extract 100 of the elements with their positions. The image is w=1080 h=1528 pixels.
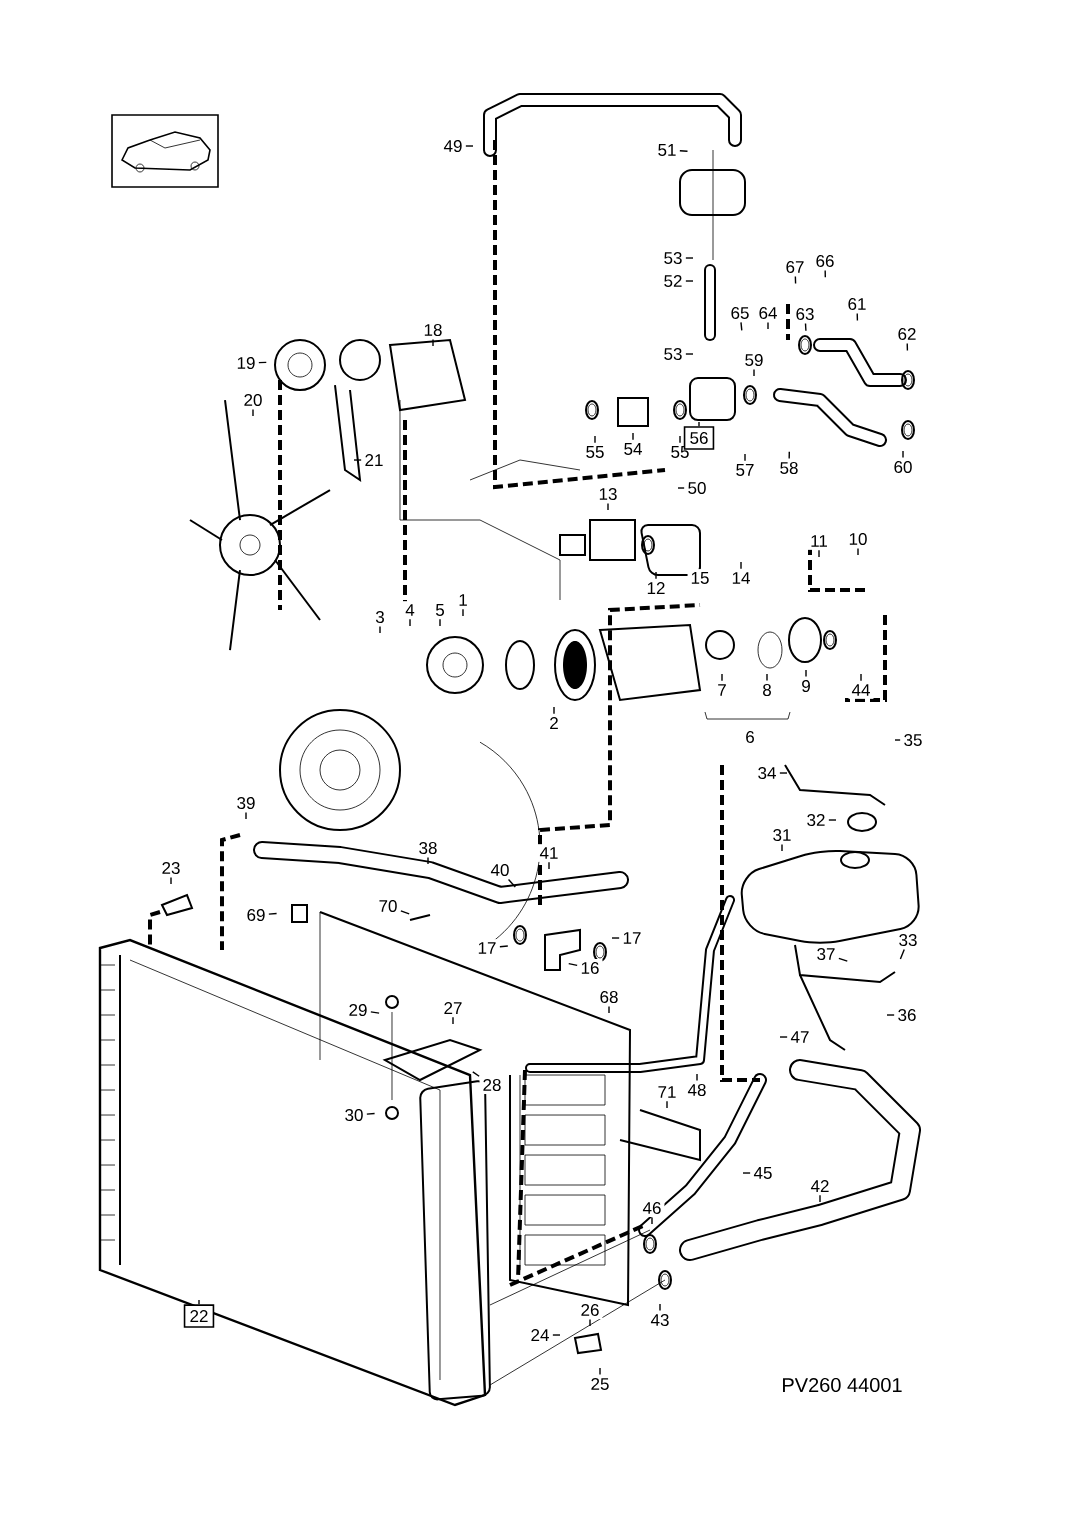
callout-number: 51 xyxy=(654,141,680,159)
leader-line xyxy=(679,150,689,152)
leader-line xyxy=(409,618,411,627)
callout-number: 62 xyxy=(894,325,920,344)
callout-number: 35 xyxy=(900,731,926,750)
callout-number: 69 xyxy=(243,906,269,925)
leader-line xyxy=(472,1071,480,1077)
callout-number: 17 xyxy=(474,939,500,957)
leader-line xyxy=(824,269,826,278)
callout-number: 36 xyxy=(894,1006,920,1025)
leader-line xyxy=(366,1112,376,1115)
callout-number: 54 xyxy=(620,440,646,458)
leader-line xyxy=(379,625,381,634)
callout-number: 44 xyxy=(848,681,874,699)
callout-number: 13 xyxy=(595,485,621,504)
callout-number: 66 xyxy=(812,252,838,271)
callout-number: 45 xyxy=(750,1164,776,1182)
leader-line xyxy=(838,957,848,962)
leader-line xyxy=(655,571,657,580)
leader-line xyxy=(594,435,596,444)
callout-number: 2 xyxy=(546,714,562,732)
callout-number: 52 xyxy=(660,272,686,291)
callout-number: 38 xyxy=(415,839,441,858)
leader-line xyxy=(685,353,694,355)
callout-number: 59 xyxy=(741,351,767,370)
leader-line xyxy=(794,275,797,285)
callout-number: 5 xyxy=(432,601,448,619)
leader-line xyxy=(899,948,905,960)
leader-line xyxy=(632,432,634,441)
callout-number: 28 xyxy=(479,1076,505,1095)
leader-line xyxy=(685,257,694,259)
callout-number: 31 xyxy=(769,826,795,845)
leader-line xyxy=(659,1303,661,1312)
leader-line xyxy=(651,1216,653,1225)
callout-number: 11 xyxy=(807,532,831,550)
callout-number: 39 xyxy=(233,794,259,813)
callout-number: 20 xyxy=(240,391,266,410)
leader-line xyxy=(781,843,783,852)
leader-line xyxy=(608,1005,610,1014)
leader-line xyxy=(805,669,807,678)
callout-number: 71 xyxy=(654,1083,680,1101)
callout-number: 14 xyxy=(728,569,754,587)
leader-line xyxy=(198,1299,200,1305)
drawing-number: PV260 44001 xyxy=(783,1377,902,1393)
callout-number: 17 xyxy=(619,929,645,947)
leader-line xyxy=(599,1367,601,1376)
leader-line xyxy=(465,145,474,147)
callout-number: 32 xyxy=(803,811,829,830)
callout-number: 21 xyxy=(361,451,387,469)
leader-line xyxy=(699,561,701,570)
callout-number: 25 xyxy=(587,1375,613,1394)
callout-number: 1 xyxy=(455,591,471,609)
leader-line xyxy=(886,1014,895,1016)
callout-number: 30 xyxy=(341,1106,367,1125)
callout-number: 63 xyxy=(792,305,818,324)
callout-number: 53 xyxy=(660,249,686,268)
callout-number: 19 xyxy=(233,354,259,373)
leader-line xyxy=(245,811,247,820)
callout-number: 37 xyxy=(813,945,839,964)
leader-line xyxy=(721,673,723,682)
callout-number: 68 xyxy=(596,988,622,1007)
leader-line xyxy=(452,1016,454,1025)
leader-line xyxy=(268,912,278,915)
leader-line xyxy=(819,1194,821,1203)
leader-line xyxy=(666,1100,668,1109)
callout-number: 61 xyxy=(844,295,870,314)
callout-number: 4 xyxy=(402,601,418,619)
callout-number: 65 xyxy=(727,304,753,323)
leader-line xyxy=(353,459,362,461)
leader-line xyxy=(679,435,681,444)
leader-line xyxy=(611,937,620,939)
leader-line xyxy=(779,772,788,774)
callout-number: 60 xyxy=(890,458,916,477)
callout-number: 16 xyxy=(577,959,603,978)
leader-line xyxy=(698,421,700,427)
leader-line xyxy=(696,1073,698,1082)
leader-line xyxy=(788,451,790,460)
boxed-callout-number: 22 xyxy=(183,1304,215,1328)
leader-line xyxy=(766,673,768,682)
callout-number: 49 xyxy=(440,137,466,156)
leader-line xyxy=(568,962,578,967)
callout-number: 27 xyxy=(440,999,466,1017)
callout-number: 10 xyxy=(845,530,871,549)
callout-number: 48 xyxy=(684,1081,710,1100)
leader-line xyxy=(370,1011,380,1014)
leader-line xyxy=(685,280,694,282)
callout-number: 29 xyxy=(345,1001,371,1020)
callout-number: 3 xyxy=(372,608,388,627)
leader-line xyxy=(740,561,742,570)
leader-line xyxy=(607,502,609,511)
callout-number: 67 xyxy=(782,258,808,277)
callout-number: 6 xyxy=(742,728,758,747)
leader-line xyxy=(804,322,807,332)
leader-line xyxy=(432,338,434,347)
callout-number: 58 xyxy=(776,459,802,478)
leader-line xyxy=(856,312,859,322)
leader-line xyxy=(258,361,267,364)
callout-number: 70 xyxy=(375,897,401,916)
callout-number: 43 xyxy=(647,1311,673,1330)
callout-number: 26 xyxy=(577,1301,603,1320)
